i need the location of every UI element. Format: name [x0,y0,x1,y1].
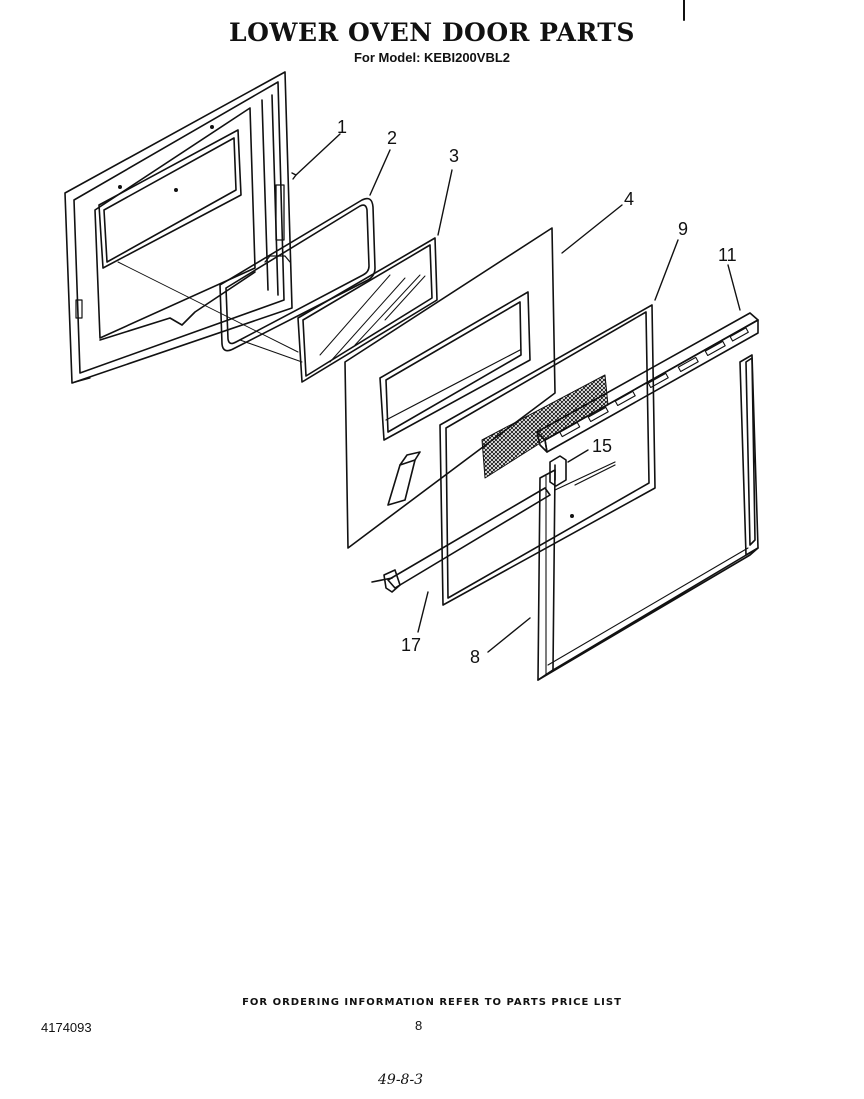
callout-part-3: 3 [449,146,460,166]
alignment-line [239,339,303,363]
part-4-door-liner [344,227,556,549]
callout-part-15: 15 [592,436,613,456]
part-15-bracket [549,455,567,487]
page-title: LOWER OVEN DOOR PARTS [229,18,635,47]
page-number: 8 [415,1018,423,1033]
callout-leader-lines [291,133,741,653]
part-11-vent-trim [536,312,759,453]
ordering-note: FOR ORDERING INFORMATION REFER TO PARTS … [242,997,622,1008]
callout-part-2: 2 [387,128,398,148]
model-number: For Model: KEBI200VBL2 [353,50,511,65]
callout-part-11: 11 [718,245,737,265]
part-1-inner-door-panel [64,71,293,384]
part-3-glass-pane [297,237,438,383]
callout-part-17: 17 [401,635,422,655]
callout-part-4: 4 [624,189,635,209]
callout-part-8: 8 [470,647,481,667]
part-17-bottom-trim [371,487,551,593]
document-number: 4174093 [41,1020,92,1035]
part-2-door-gasket [219,197,376,352]
part-8-outer-frame [537,354,759,681]
callout-part-9: 9 [678,219,689,239]
handwritten-date: 49-8-3 [378,1072,424,1088]
callout-part-1: 1 [337,117,348,137]
alignment-line [117,261,299,353]
